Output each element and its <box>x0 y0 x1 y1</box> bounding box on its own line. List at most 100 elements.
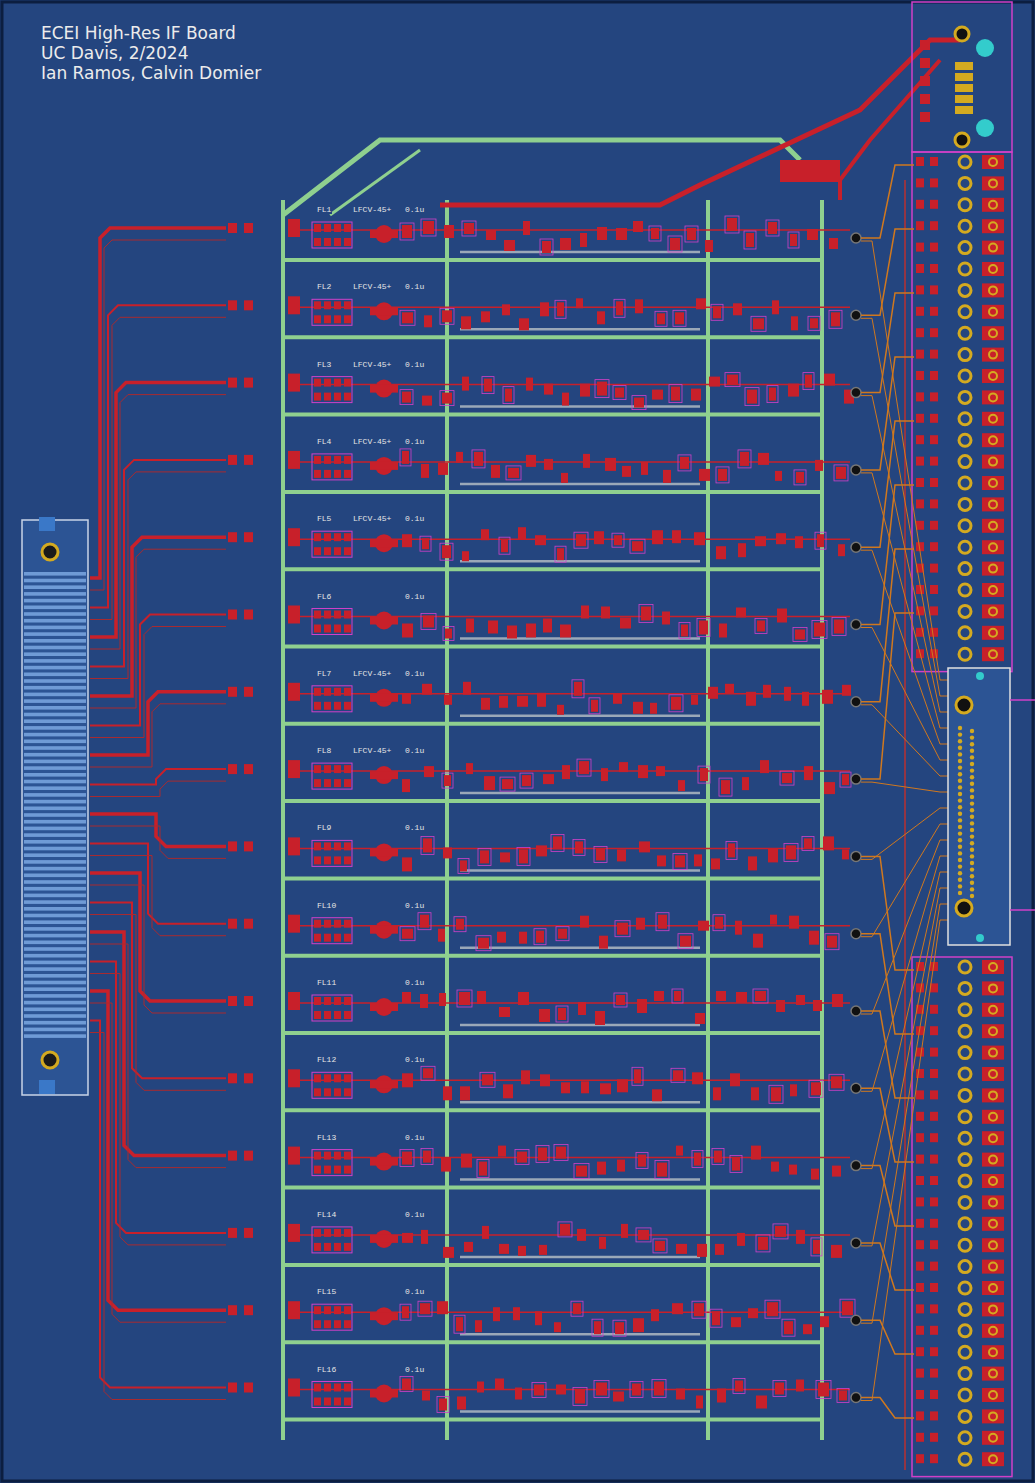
signal-trace <box>90 228 226 578</box>
footprint-outline <box>477 1160 489 1178</box>
component-pad <box>831 1076 842 1088</box>
component-pad <box>597 311 605 324</box>
amplifier-pad <box>314 779 321 787</box>
signal-trace <box>861 396 950 712</box>
dsub-pin <box>958 765 962 769</box>
resistor-pad <box>244 1228 253 1238</box>
resistor-pad <box>244 455 253 465</box>
connector-pad <box>24 1034 86 1038</box>
footprint-outline <box>719 778 732 796</box>
resistor-pad <box>916 1155 924 1164</box>
resistor-pad <box>916 328 924 337</box>
component-pad <box>817 534 824 547</box>
connector-pin <box>955 133 969 147</box>
component-pad <box>562 393 569 406</box>
resistor-pad <box>244 687 253 697</box>
footprint-outline <box>725 373 740 387</box>
footprint-outline <box>571 1301 583 1316</box>
amplifier-pad <box>344 765 351 773</box>
component-pad <box>573 1303 581 1314</box>
dsub-pin <box>958 759 962 763</box>
resistor-pad <box>930 1240 938 1249</box>
component-pad <box>444 695 452 705</box>
resistor-pad <box>916 371 924 380</box>
capacitor-pad <box>288 374 300 392</box>
connector-pin <box>989 500 997 508</box>
connector-pad <box>982 390 1004 404</box>
amplifier-pad <box>314 547 321 555</box>
component-pad <box>617 849 626 861</box>
resistor-pad <box>930 1219 938 1228</box>
amplifier-pad <box>314 934 321 942</box>
component-pad <box>742 777 749 790</box>
resistor-pad <box>930 285 938 294</box>
component-pad <box>420 1303 430 1314</box>
resistor-pad <box>930 1262 938 1271</box>
component-pad <box>517 696 528 707</box>
connector-pin <box>959 498 971 510</box>
footprint-outline <box>678 455 691 471</box>
via <box>851 388 861 398</box>
part-value: 0.1u <box>404 1211 425 1219</box>
signal-trace <box>90 460 226 667</box>
component-pad <box>493 1307 500 1321</box>
connector-pad <box>24 766 86 770</box>
connector-pin <box>959 1196 971 1208</box>
connector-pad <box>982 326 1004 340</box>
connector-pad <box>982 604 1004 618</box>
resistor-pad <box>930 392 938 401</box>
via <box>851 851 861 861</box>
connector-pad <box>982 412 1004 426</box>
component-pad <box>402 1073 413 1087</box>
signal-trace <box>861 856 914 970</box>
connector-pad <box>982 1088 1004 1102</box>
resistor-pad <box>916 1283 924 1292</box>
footprint-outline <box>506 466 521 480</box>
component-pad <box>771 1087 781 1101</box>
component-pad <box>776 533 786 544</box>
connector-pad <box>24 853 86 857</box>
connector-pin <box>959 242 971 254</box>
component-pad <box>441 1158 451 1172</box>
footprint-outline <box>765 1300 780 1318</box>
part-label: FL12 <box>316 1056 337 1064</box>
component-pad <box>747 390 757 404</box>
component-pad <box>775 1383 784 1395</box>
connector-pad <box>982 455 1004 469</box>
footprint-outline <box>698 766 710 783</box>
amplifier-pad <box>314 470 321 478</box>
outline-line <box>1010 909 1035 911</box>
connector-pin <box>989 244 997 252</box>
dsub-pin <box>970 854 974 858</box>
connector-pad <box>982 1195 1004 1209</box>
component-pad <box>621 1224 628 1238</box>
component-pad <box>772 300 779 314</box>
connector-pin <box>959 284 971 296</box>
component-pad <box>834 620 844 634</box>
connector-pad <box>24 967 86 971</box>
component-pad <box>650 703 657 714</box>
dsub-pin <box>970 768 974 772</box>
connector-pin <box>989 222 997 230</box>
resistor-pad <box>930 1347 938 1356</box>
component-pad <box>622 466 631 477</box>
connector-pad <box>24 987 86 991</box>
amplifier-pad <box>314 688 321 696</box>
connector-pad <box>982 1153 1004 1167</box>
component-pad <box>735 921 742 935</box>
signal-trace <box>90 826 226 858</box>
connector-pad <box>24 612 86 616</box>
connector-pin <box>989 436 997 444</box>
component-pad <box>553 836 562 849</box>
connector-pin <box>959 1453 971 1465</box>
component-pad <box>481 529 489 540</box>
footprint-outline <box>832 618 846 636</box>
component-pad <box>542 241 551 253</box>
component-pad <box>464 1242 473 1252</box>
footprint-outline <box>400 390 413 405</box>
resistor-pad <box>916 392 924 401</box>
resistor-pad <box>916 521 924 530</box>
footprint-outline <box>632 396 646 410</box>
resistor-pad <box>916 1304 924 1313</box>
